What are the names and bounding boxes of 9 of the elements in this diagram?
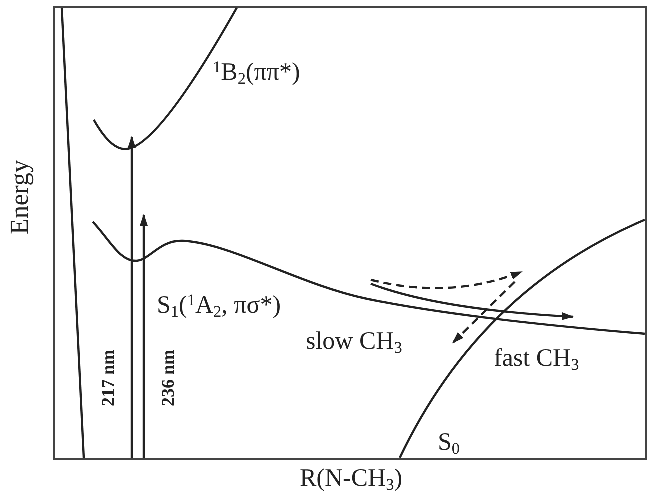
wavelength-label: 217 nm xyxy=(99,350,117,407)
fragment-label: slow CH$_{3}$ xyxy=(306,329,402,354)
wavelength-label: 236 nm xyxy=(159,350,177,407)
fragment-label: fast CH$_{3}$ xyxy=(494,346,580,371)
state-label: S$_{1}$($^{1}$A$_{2}$, πσ*) xyxy=(157,293,282,318)
axis-title: Energy xyxy=(7,160,33,235)
state-label: S$_{0}$ xyxy=(438,430,460,455)
axis-title: R(N-CH$_{3}$) xyxy=(300,466,403,491)
state-label: $^{1}$B$_{2}$(ππ*) xyxy=(213,60,300,85)
